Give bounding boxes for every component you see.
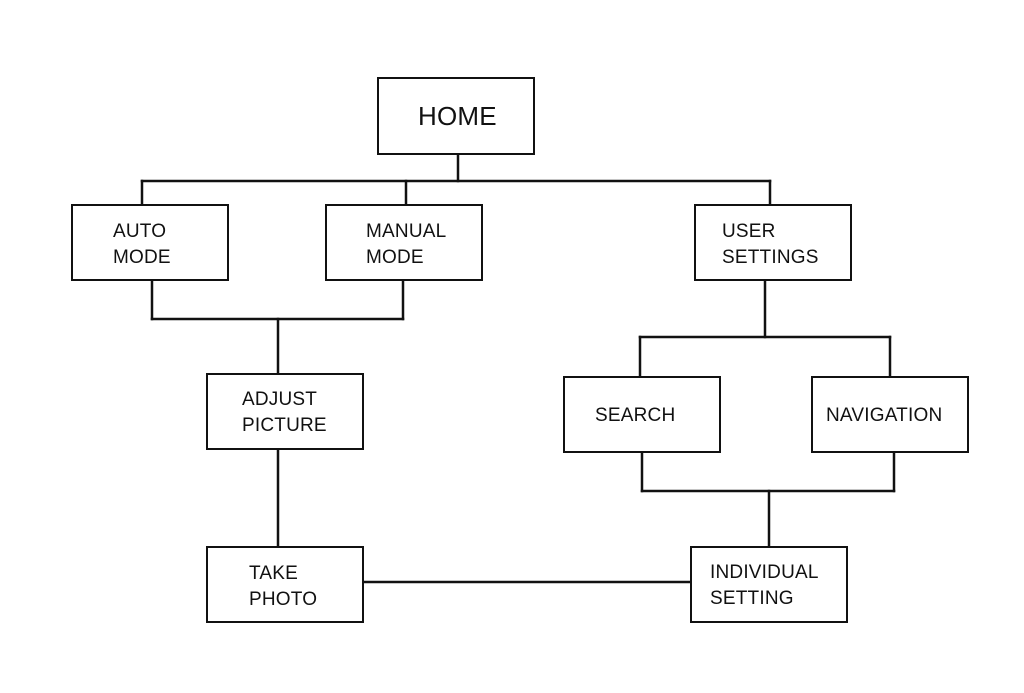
user-settings-box: USER SETTINGS [694,204,852,281]
search-label: SEARCH [595,403,675,429]
take-photo-label-line-2: PHOTO [249,589,318,610]
manual-mode-label: MANUAL MODE [366,219,446,271]
search-label-line-1: SEARCH [595,405,676,426]
individual-setting-box: INDIVIDUAL SETTING [690,546,848,623]
adjust-picture-label: ADJUST PICTURE [242,387,327,439]
user-settings-label-line-2: SETTINGS [722,247,819,268]
adjust-picture-label-line-2: PICTURE [242,415,327,436]
auto-mode-label: AUTO MODE [113,219,171,271]
navigation-label: NAVIGATION [826,403,942,429]
manual-mode-label-line-1: MANUAL [366,221,447,242]
individual-setting-label-line-2: SETTING [710,588,794,609]
user-settings-label: USER SETTINGS [722,219,819,271]
auto-mode-label-line-2: MODE [113,247,171,268]
user-settings-label-line-1: USER [722,221,776,242]
home-label-line-1: HOME [418,101,497,131]
auto-mode-box: AUTO MODE [71,204,229,281]
adjust-picture-label-line-1: ADJUST [242,389,318,410]
take-photo-label: TAKE PHOTO [249,561,317,613]
navigation-label-line-1: NAVIGATION [826,405,943,426]
adjust-picture-box: ADJUST PICTURE [206,373,364,450]
search-box: SEARCH [563,376,721,453]
navigation-box: NAVIGATION [811,376,969,453]
manual-mode-label-line-2: MODE [366,247,424,268]
manual-mode-box: MANUAL MODE [325,204,483,281]
take-photo-box: TAKE PHOTO [206,546,364,623]
home-label: HOME [418,103,497,129]
individual-setting-label: INDIVIDUAL SETTING [710,560,819,612]
auto-mode-label-line-1: AUTO [113,221,167,242]
take-photo-label-line-1: TAKE [249,563,299,584]
individual-setting-label-line-1: INDIVIDUAL [710,562,819,583]
home-box: HOME [377,77,535,155]
